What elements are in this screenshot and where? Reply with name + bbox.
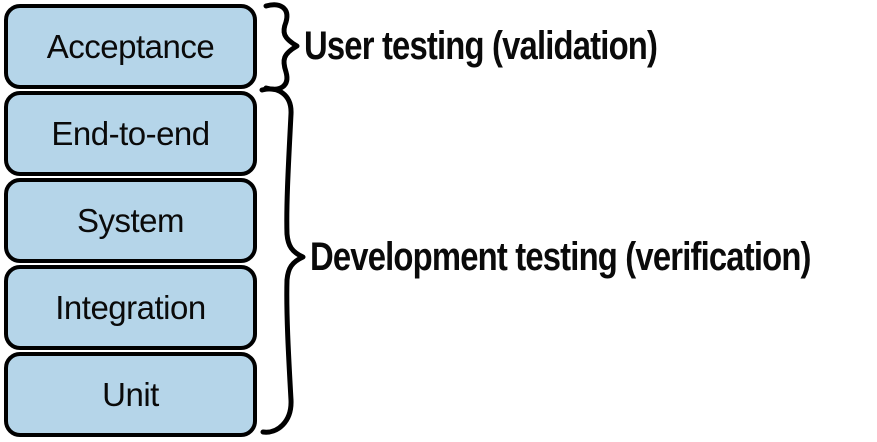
test-level-box-end-to-end: End-to-end bbox=[4, 91, 257, 176]
curly-brace-large-icon bbox=[259, 86, 306, 435]
group-label-development-testing: Development testing (verification) bbox=[310, 235, 811, 279]
test-level-label: Unit bbox=[102, 375, 159, 413]
test-level-box-unit: Unit bbox=[4, 352, 257, 437]
test-level-box-acceptance: Acceptance bbox=[4, 4, 257, 89]
test-level-box-integration: Integration bbox=[4, 265, 257, 350]
curly-brace-small-icon bbox=[263, 2, 300, 92]
test-level-stack: Acceptance End-to-end System Integration… bbox=[4, 4, 257, 437]
test-level-label: Acceptance bbox=[46, 27, 215, 65]
test-level-label: End-to-end bbox=[51, 114, 210, 152]
test-level-box-system: System bbox=[4, 178, 257, 263]
test-level-label: Integration bbox=[55, 288, 206, 326]
test-level-label: System bbox=[76, 201, 185, 239]
group-label-user-testing: User testing (validation) bbox=[304, 24, 658, 68]
